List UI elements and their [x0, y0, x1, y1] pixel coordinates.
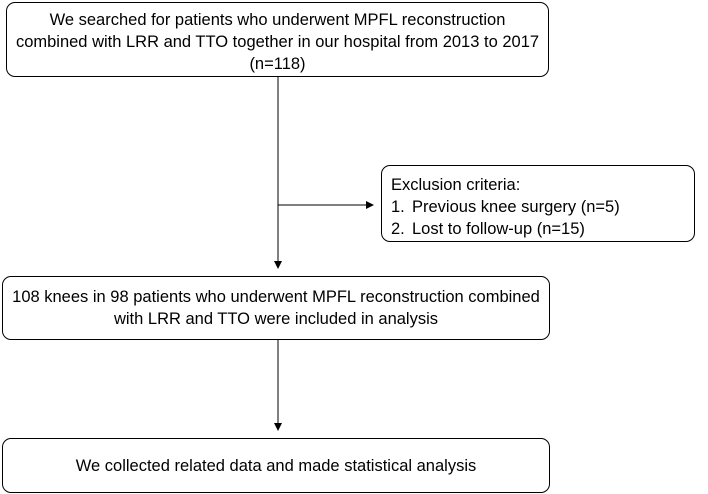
search-line-3: (n=118)	[249, 55, 306, 73]
search-box-text: We searched for patients who underwent M…	[7, 9, 548, 75]
exclusion-item-text: Previous knee surgery (n=5)	[412, 198, 620, 216]
analysis-box: We collected related data and made stati…	[2, 438, 550, 493]
exclusion-item: 2. Lost to follow-up (n=15)	[391, 218, 620, 240]
included-box-text: 108 knees in 98 patients who underwent M…	[3, 286, 549, 330]
search-box: We searched for patients who underwent M…	[6, 2, 549, 77]
exclusion-item-text: Lost to follow-up (n=15)	[412, 220, 585, 238]
exclusion-item-number: 1.	[391, 198, 405, 216]
included-line-1: 108 knees in 98 patients who underwent M…	[12, 288, 540, 306]
exclusion-title: Exclusion criteria:	[391, 176, 521, 194]
analysis-box-text: We collected related data and made stati…	[3, 455, 549, 477]
included-box: 108 knees in 98 patients who underwent M…	[2, 276, 550, 340]
exclusion-item-number: 2.	[391, 220, 405, 238]
analysis-line-1: We collected related data and made stati…	[75, 457, 477, 475]
exclusion-item: 1. Previous knee surgery (n=5)	[391, 196, 620, 218]
search-line-2: combined with LRR and TTO together in ou…	[15, 33, 540, 51]
search-line-1: We searched for patients who underwent M…	[49, 11, 506, 29]
exclusion-list: 1. Previous knee surgery (n=5) 2. Lost to …	[391, 196, 620, 240]
included-line-2: with LRR and TTO were included in analys…	[113, 310, 439, 328]
exclusion-box: Exclusion criteria: 1. Previous knee surg…	[381, 165, 695, 242]
